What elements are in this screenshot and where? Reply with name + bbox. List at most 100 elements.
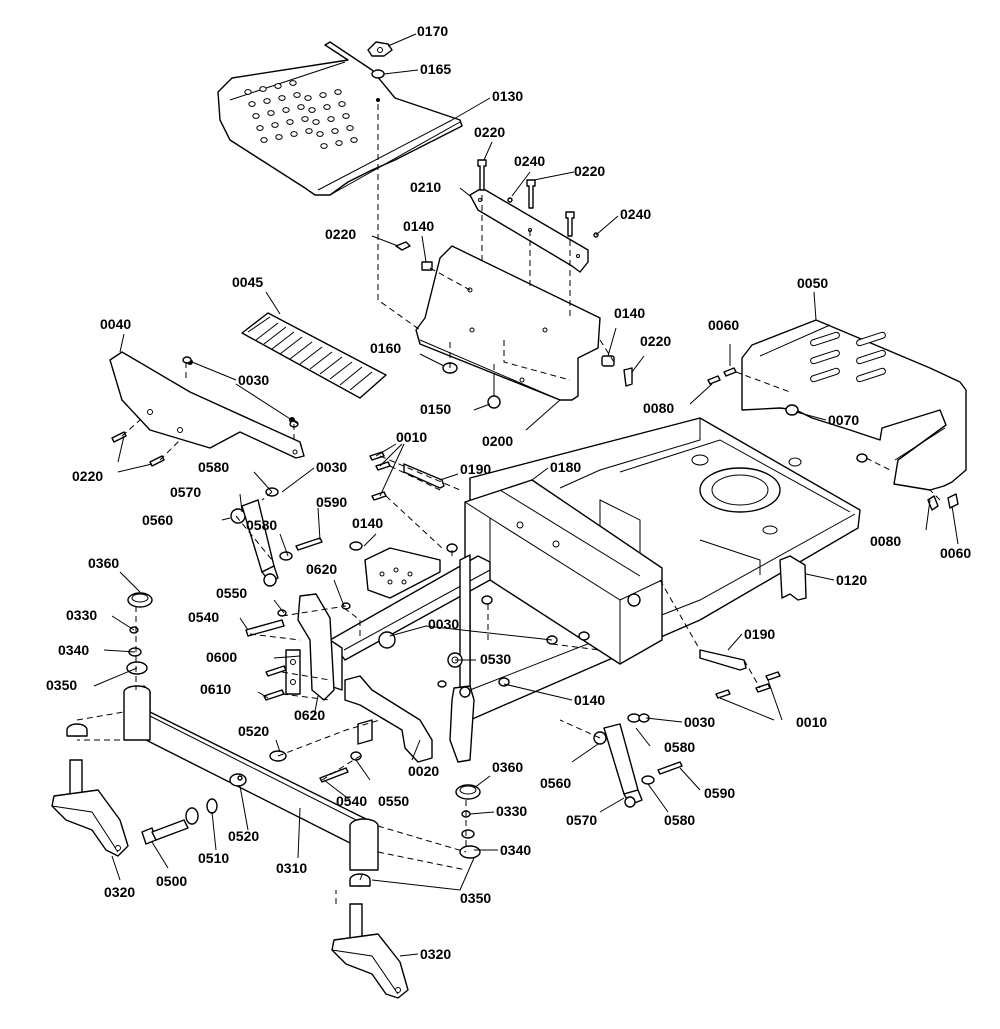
label-0160: 0160 (370, 340, 401, 356)
plate-hole (297, 104, 305, 110)
label-0360: 0360 (88, 555, 119, 571)
label-0590: 0590 (316, 494, 347, 510)
label-0350: 0350 (46, 677, 77, 693)
label-0070: 0070 (828, 412, 859, 428)
label-0580: 0580 (198, 459, 229, 475)
plate-hole (316, 131, 324, 137)
vent-slot (856, 331, 886, 347)
label-0150: 0150 (420, 401, 451, 417)
label-0020: 0020 (408, 763, 439, 779)
plate-hole (275, 134, 283, 140)
label-0240: 0240 (514, 153, 545, 169)
label-0140: 0140 (403, 218, 434, 234)
shock-absorber-left (230, 487, 323, 587)
label-0500: 0500 (156, 873, 187, 889)
label-0030: 0030 (316, 459, 347, 475)
plate-hole (304, 95, 312, 101)
plate-hole (301, 116, 309, 122)
callout-labels: 0170 0165 0130 0220 0240 0220 0210 0240 … (46, 23, 971, 962)
vent-slot (810, 367, 840, 383)
shield-0200 (415, 245, 601, 401)
label-0600: 0600 (206, 649, 237, 665)
plate-hole (320, 143, 328, 149)
label-0580: 0580 (246, 517, 277, 533)
plate-hole (289, 80, 297, 86)
label-0330: 0330 (66, 607, 97, 623)
label-0510: 0510 (198, 850, 229, 866)
plate-hole (334, 89, 342, 95)
spindle-left (51, 759, 129, 857)
plate-hole (260, 137, 268, 143)
bracket-0210 (469, 187, 589, 273)
plate-hole (331, 128, 339, 134)
plate-hole (282, 107, 290, 113)
label-0530: 0530 (480, 651, 511, 667)
label-0030: 0030 (428, 616, 459, 632)
label-0340: 0340 (500, 842, 531, 858)
alignment-lines (76, 104, 941, 904)
plate-hole (244, 89, 252, 95)
label-0050: 0050 (797, 275, 828, 291)
bushing-stack-left (66, 592, 153, 737)
label-0620: 0620 (294, 707, 325, 723)
foot-plate-0130 (217, 41, 463, 196)
label-0360: 0360 (492, 759, 523, 775)
plate-hole (305, 128, 313, 134)
label-0010: 0010 (396, 429, 427, 445)
plate-hole (350, 137, 358, 143)
label-0220: 0220 (325, 226, 356, 242)
label-0560: 0560 (540, 775, 571, 791)
label-0350: 0350 (460, 890, 491, 906)
plate-hole (293, 92, 301, 98)
label-0030: 0030 (238, 372, 269, 388)
label-0060: 0060 (708, 317, 739, 333)
label-0130: 0130 (492, 88, 523, 104)
leader-lines (93, 33, 959, 957)
plate-hole (290, 131, 298, 137)
plate-hole (267, 110, 275, 116)
label-0610: 0610 (200, 681, 231, 697)
plate-hole (286, 119, 294, 125)
label-0520: 0520 (228, 828, 259, 844)
label-0210: 0210 (410, 179, 441, 195)
label-0540: 0540 (336, 793, 367, 809)
label-0120: 0120 (836, 572, 867, 588)
plate-hole (252, 113, 260, 119)
shield-fasteners (395, 159, 633, 409)
vent-slot (856, 367, 886, 383)
label-0560: 0560 (142, 512, 173, 528)
label-0540: 0540 (188, 609, 219, 625)
label-0550: 0550 (378, 793, 409, 809)
label-0330: 0330 (496, 803, 527, 819)
plate-hole (327, 116, 335, 122)
bushing-stack-right (349, 784, 481, 887)
label-0045: 0045 (232, 274, 263, 290)
plate-hole (312, 119, 320, 125)
shock-absorber-right (593, 713, 683, 808)
plate-hole (308, 107, 316, 113)
spindle-right (331, 903, 409, 999)
label-0170: 0170 (417, 23, 448, 39)
label-0140: 0140 (352, 515, 383, 531)
axle-bracket-0600 (285, 593, 335, 701)
plate-hole (342, 113, 350, 119)
label-0080: 0080 (643, 400, 674, 416)
label-0140: 0140 (614, 305, 645, 321)
plate-hole (256, 125, 264, 131)
label-0310: 0310 (276, 860, 307, 876)
label-0220: 0220 (640, 333, 671, 349)
label-0220: 0220 (72, 468, 103, 484)
label-0570: 0570 (170, 484, 201, 500)
label-0190: 0190 (744, 626, 775, 642)
plate-hole (263, 98, 271, 104)
axle-bracket-0020 (344, 631, 475, 763)
frame-rail-left (329, 547, 491, 721)
plate-hole (335, 140, 343, 146)
label-0220: 0220 (574, 163, 605, 179)
plate-hole (248, 101, 256, 107)
plate-hole (278, 95, 286, 101)
label-0590: 0590 (704, 785, 735, 801)
label-0570: 0570 (566, 812, 597, 828)
label-0550: 0550 (216, 585, 247, 601)
